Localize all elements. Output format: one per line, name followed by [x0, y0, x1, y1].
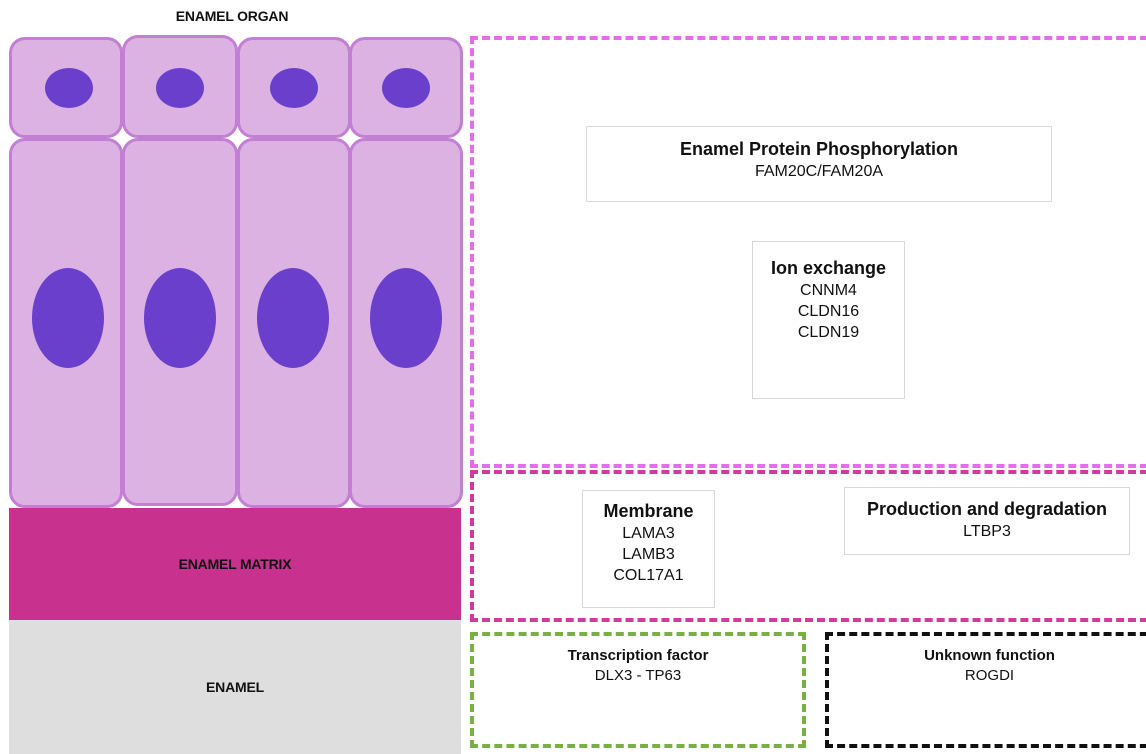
ameloblast-cell-4	[349, 138, 463, 508]
membrane-gene-1: LAMA3	[622, 525, 675, 542]
enamel-matrix-label: ENAMEL MATRIX	[178, 556, 292, 572]
ion-exchange-gene-3: CLDN19	[797, 324, 860, 341]
membrane-gene-3: COL17A1	[613, 567, 684, 584]
ion-exchange-title: Ion exchange	[770, 258, 887, 278]
nucleus-2	[144, 268, 216, 368]
unknown-function-panel: Unknown function ROGDI	[833, 646, 1146, 696]
membrane-panel: Membrane LAMA3 LAMB3 COL17A1	[582, 490, 715, 608]
membrane-title: Membrane	[603, 501, 694, 521]
enamel-matrix-layer: ENAMEL MATRIX	[9, 508, 461, 620]
ion-exchange-panel: Ion exchange CNNM4 CLDN16 CLDN19	[752, 241, 905, 399]
nucleus-1	[32, 268, 104, 368]
transcription-factor-title: Transcription factor	[567, 647, 709, 664]
transcription-factor-panel: Transcription factor DLX3 - TP63	[478, 646, 798, 696]
production-degradation-panel: Production and degradation LTBP3	[844, 487, 1130, 555]
top-nucleus-3	[270, 68, 318, 108]
top-nucleus-1	[45, 68, 93, 108]
nucleus-3	[257, 268, 329, 368]
phosphorylation-panel: Enamel Protein Phosphorylation FAM20C/FA…	[586, 126, 1052, 202]
top-nucleus-4	[382, 68, 430, 108]
enamel-label: ENAMEL	[206, 679, 264, 695]
ion-exchange-gene-2: CLDN16	[797, 303, 860, 320]
membrane-gene-2: LAMB3	[622, 546, 675, 563]
transcription-factor-gene: DLX3 - TP63	[594, 667, 682, 684]
enamel-organ-genes-outline	[470, 36, 1146, 468]
enamel-matrix-genes-outline	[470, 470, 1146, 622]
enamel-organ-title: ENAMEL ORGAN	[175, 8, 289, 24]
nucleus-4	[370, 268, 442, 368]
production-degradation-gene: LTBP3	[963, 523, 1011, 540]
phosphorylation-title: Enamel Protein Phosphorylation	[679, 139, 959, 159]
ion-exchange-gene-1: CNNM4	[800, 282, 857, 299]
unknown-function-outline	[825, 632, 1146, 748]
unknown-function-gene: ROGDI	[964, 667, 1015, 684]
unknown-function-title: Unknown function	[924, 647, 1055, 664]
transcription-factor-outline	[470, 632, 806, 748]
ameloblast-top-cell-1	[9, 37, 123, 138]
phosphorylation-gene: FAM20C/FAM20A	[754, 163, 884, 180]
enamel-layer: ENAMEL	[9, 620, 461, 754]
top-nucleus-2	[156, 68, 204, 108]
production-degradation-title: Production and degradation	[866, 499, 1107, 519]
